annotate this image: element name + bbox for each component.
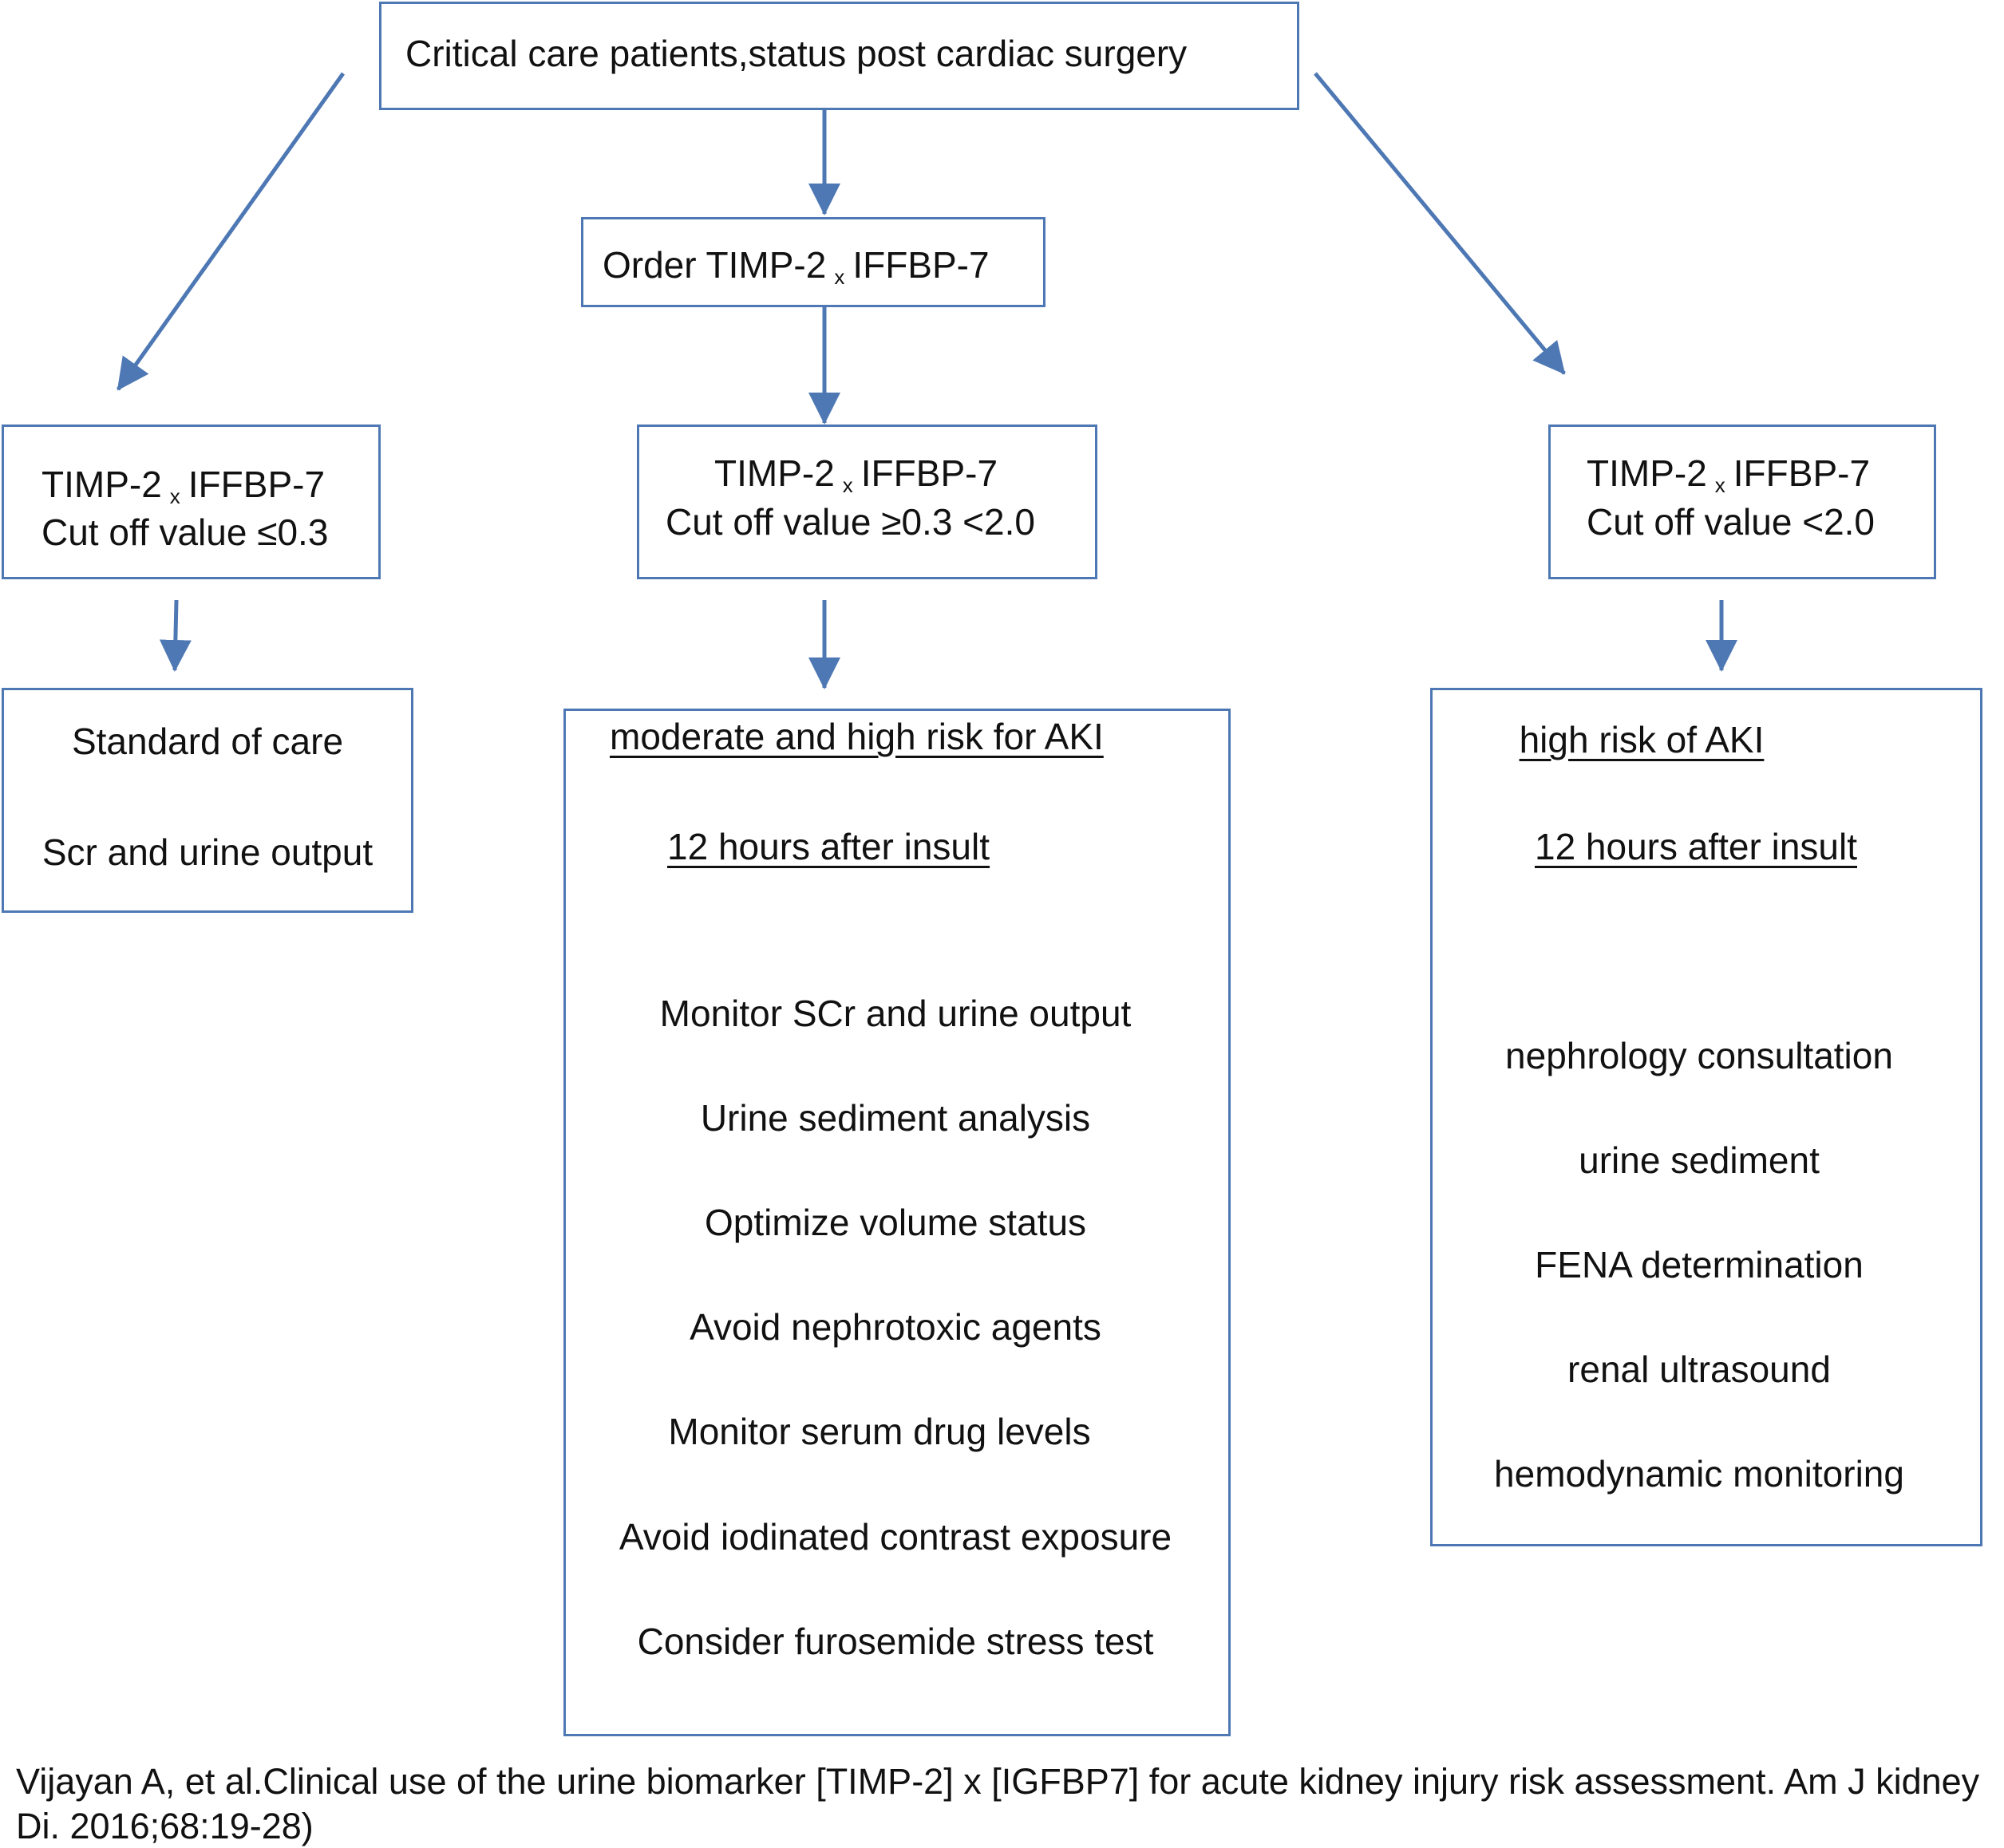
mid-cutoff-box — [637, 424, 1097, 579]
moderate-action-item: Consider furosemide stress test — [637, 1621, 1154, 1662]
moderate-action-item: Avoid nephrotoxic agents — [690, 1306, 1101, 1348]
moderate-action-item: Monitor serum drug levels — [668, 1411, 1091, 1452]
high-cutoff-box — [1548, 424, 1936, 579]
times-sign: x — [169, 484, 180, 508]
times-sign: x — [1714, 473, 1725, 497]
high-cutoff-line2: Cut off value <2.0 — [1587, 501, 1876, 543]
low-marker-suffix: IFFBP-7 — [188, 464, 326, 505]
moderate-action-item: Monitor SCr and urine output — [659, 993, 1132, 1034]
mid-cutoff-line1: TIMP-2 x IFFBP-7 — [714, 452, 998, 496]
arrow-top-to-low — [116, 72, 346, 391]
times-sign: x — [842, 473, 853, 497]
high-risk-heading: high risk of AKI — [1519, 719, 1765, 760]
low-marker-prefix: TIMP-2 — [42, 464, 162, 505]
citation-text: Vijayan A, et al.Clinical use of the uri… — [16, 1761, 1980, 1846]
high-action-item: hemodynamic monitoring — [1494, 1453, 1904, 1495]
order-prefix: Order TIMP-2 — [603, 244, 827, 286]
arrow-top-to-high — [1314, 72, 1566, 375]
moderate-risk-timing: 12 hours after insult — [667, 826, 990, 867]
mid-marker-prefix: TIMP-2 — [714, 452, 835, 494]
order-label: Order TIMP-2 x IFFBP-7 — [603, 244, 990, 287]
start-box — [379, 2, 1299, 110]
low-cutoff-line2: Cut off value ≤0.3 — [42, 511, 329, 553]
scr-urine-label: Scr and urine output — [42, 831, 374, 873]
high-risk-box — [1430, 688, 1982, 1546]
moderate-risk-box — [563, 709, 1231, 1736]
standard-care-label: Standard of care — [71, 721, 344, 762]
arrow-low-to-outcome — [159, 599, 192, 672]
moderate-risk-heading: moderate and high risk for AKI — [610, 716, 1104, 757]
times-sign: x — [834, 265, 845, 289]
order-box — [581, 217, 1045, 307]
high-action-item: renal ultrasound — [1567, 1348, 1831, 1390]
high-action-item: FENA determination — [1535, 1244, 1864, 1285]
moderate-action-item: Urine sediment analysis — [700, 1097, 1091, 1139]
start-label: Critical care patients,status post cardi… — [405, 33, 1188, 74]
high-marker-suffix: IFFBP-7 — [1733, 452, 1871, 494]
mid-marker-suffix: IFFBP-7 — [860, 452, 998, 494]
standard-care-box — [2, 688, 413, 913]
high-action-item: urine sediment — [1579, 1139, 1820, 1181]
moderate-action-item: Avoid iodinated contrast exposure — [619, 1516, 1172, 1558]
high-action-item: nephrology consultation — [1505, 1035, 1893, 1076]
moderate-action-item: Optimize volume status — [704, 1202, 1087, 1243]
high-marker-prefix: TIMP-2 — [1587, 452, 1707, 494]
low-cutoff-line1: TIMP-2 x IFFBP-7 — [42, 464, 326, 507]
low-cutoff-box — [2, 424, 381, 579]
order-suffix: IFFBP-7 — [852, 244, 990, 286]
high-risk-timing: 12 hours after insult — [1534, 826, 1857, 867]
high-cutoff-line1: TIMP-2 x IFFBP-7 — [1587, 452, 1871, 496]
mid-cutoff-line2: Cut off value ≥0.3 <2.0 — [666, 501, 1035, 543]
